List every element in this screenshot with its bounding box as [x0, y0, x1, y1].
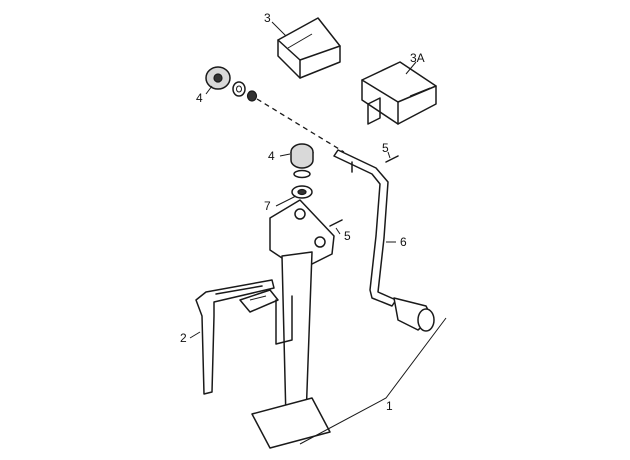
callout-8: 6 — [400, 235, 407, 249]
part-bracket-cover — [361, 61, 437, 125]
callout-6: 7 — [264, 199, 271, 213]
part-side-handle — [195, 279, 275, 395]
callout-2: 3A — [410, 51, 425, 65]
part-cap-cover — [277, 17, 341, 79]
part-gear-upper — [205, 66, 258, 102]
part-jack-body — [239, 199, 335, 449]
callout-10: 1 — [386, 399, 393, 413]
part-gear-lower — [290, 143, 314, 199]
callout-1: 3 — [264, 11, 271, 25]
callout-4: 4 — [268, 149, 275, 163]
callout-9: 2 — [180, 331, 187, 345]
leader-lines — [189, 21, 447, 445]
callout-7: 5 — [344, 229, 351, 243]
assembly-line — [256, 98, 345, 153]
callout-5: 5 — [382, 141, 389, 155]
part-crank-handle — [333, 149, 435, 332]
callout-3: 4 — [196, 91, 203, 105]
part-pins — [329, 155, 399, 227]
